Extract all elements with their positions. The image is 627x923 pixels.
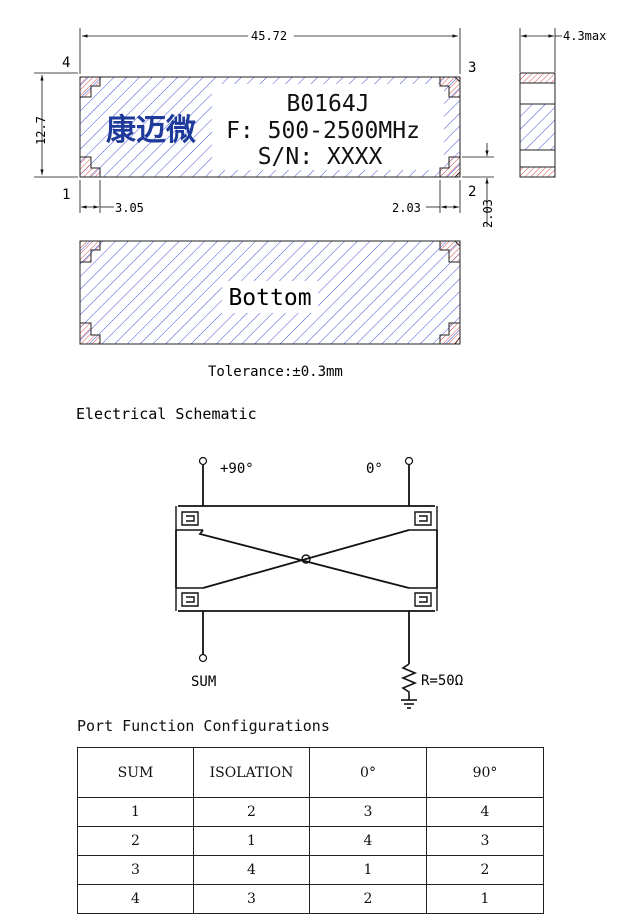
table-row: 1 2 3 4 [77, 797, 544, 827]
header-sum: SUM [77, 747, 194, 798]
schematic-port-plus90: +90° [220, 461, 254, 477]
marking-frequency: F: 500-2500MHz [226, 118, 420, 144]
table-cell: 3 [309, 797, 427, 827]
ports-table: SUM ISOLATION 0° 90° 1 2 3 4 2 1 4 3 3 4… [77, 747, 544, 914]
table-cell: 4 [77, 884, 194, 914]
dimension-pad-offset [79, 180, 114, 213]
table-cell: 4 [426, 797, 544, 827]
dimension-pad-width-label: 2.03 [392, 201, 421, 215]
table-cell: 2 [426, 855, 544, 885]
schematic-resistor-label: R=50Ω [421, 673, 463, 689]
ground-icon [401, 699, 417, 709]
terminal-0 [404, 456, 414, 466]
header-90deg: 90° [426, 747, 544, 798]
schematic-port-sum: SUM [191, 674, 216, 690]
table-cell: 1 [77, 797, 194, 827]
table-row: 3 4 1 2 [77, 855, 544, 885]
ports-table-title: Port Function Configurations [77, 717, 330, 735]
side-bottom-pad [519, 166, 556, 178]
terminal-sum [198, 653, 208, 663]
pin-label-3: 3 [468, 60, 476, 76]
table-cell: 3 [77, 855, 194, 885]
schematic-port-0: 0° [366, 461, 383, 477]
table-cell: 1 [426, 884, 544, 914]
dimension-length-label: 45.72 [251, 29, 287, 43]
logo-text: 康迈微 [106, 113, 196, 148]
white-label-area [212, 84, 444, 170]
bottom-label: Bottom [228, 285, 311, 311]
ports-table-header-row: SUM ISOLATION 0° 90° [77, 747, 544, 798]
dimension-pad-offset-label: 3.05 [115, 201, 144, 215]
schematic [175, 456, 438, 709]
table-cell: 2 [309, 884, 427, 914]
bottom-label-box [222, 281, 318, 313]
table-cell: 2 [77, 826, 194, 856]
dimension-width-label: 12.7 [34, 116, 48, 145]
side-core [519, 103, 556, 151]
tolerance-note: Tolerance:±0.3mm [208, 364, 343, 380]
header-0deg: 0° [309, 747, 427, 798]
dimension-pad-height [462, 143, 494, 227]
resistor-symbol [400, 663, 418, 700]
pad-pin1 [79, 156, 101, 178]
schematic-title: Electrical Schematic [76, 405, 257, 423]
marking-serial: S/N: XXXX [258, 144, 383, 170]
table-cell: 3 [193, 884, 310, 914]
marking-model: B0164J [286, 91, 369, 117]
table-cell: 2 [193, 797, 310, 827]
pad-pin3 [439, 76, 461, 98]
table-cell: 1 [193, 826, 310, 856]
table-cell: 4 [309, 826, 427, 856]
table-cell: 3 [426, 826, 544, 856]
table-cell: 4 [193, 855, 310, 885]
pin-label-1: 1 [62, 187, 70, 203]
table-row: 4 3 2 1 [77, 884, 544, 914]
bottom-view: Bottom [79, 240, 461, 345]
dimension-pad-height-label: 2.03 [481, 199, 495, 228]
side-top-pad [519, 72, 556, 84]
dimension-max-height-label: 4.3max [563, 29, 606, 43]
dimension-width [34, 72, 78, 178]
pad-pin2 [439, 156, 461, 178]
table-row: 2 1 4 3 [77, 826, 544, 856]
pad-pin4 [79, 76, 101, 98]
pin-label-2: 2 [468, 184, 476, 200]
dimension-pad-width [426, 180, 461, 213]
pin-label-4: 4 [62, 55, 70, 71]
table-cell: 1 [309, 855, 427, 885]
terminal-plus90 [198, 456, 208, 466]
side-view: 4.3max [519, 28, 606, 178]
header-isolation: ISOLATION [193, 747, 310, 798]
top-view: 康迈微 B0164J F: 500-2500MHz S/N: XXXX 4 3 … [34, 28, 495, 228]
